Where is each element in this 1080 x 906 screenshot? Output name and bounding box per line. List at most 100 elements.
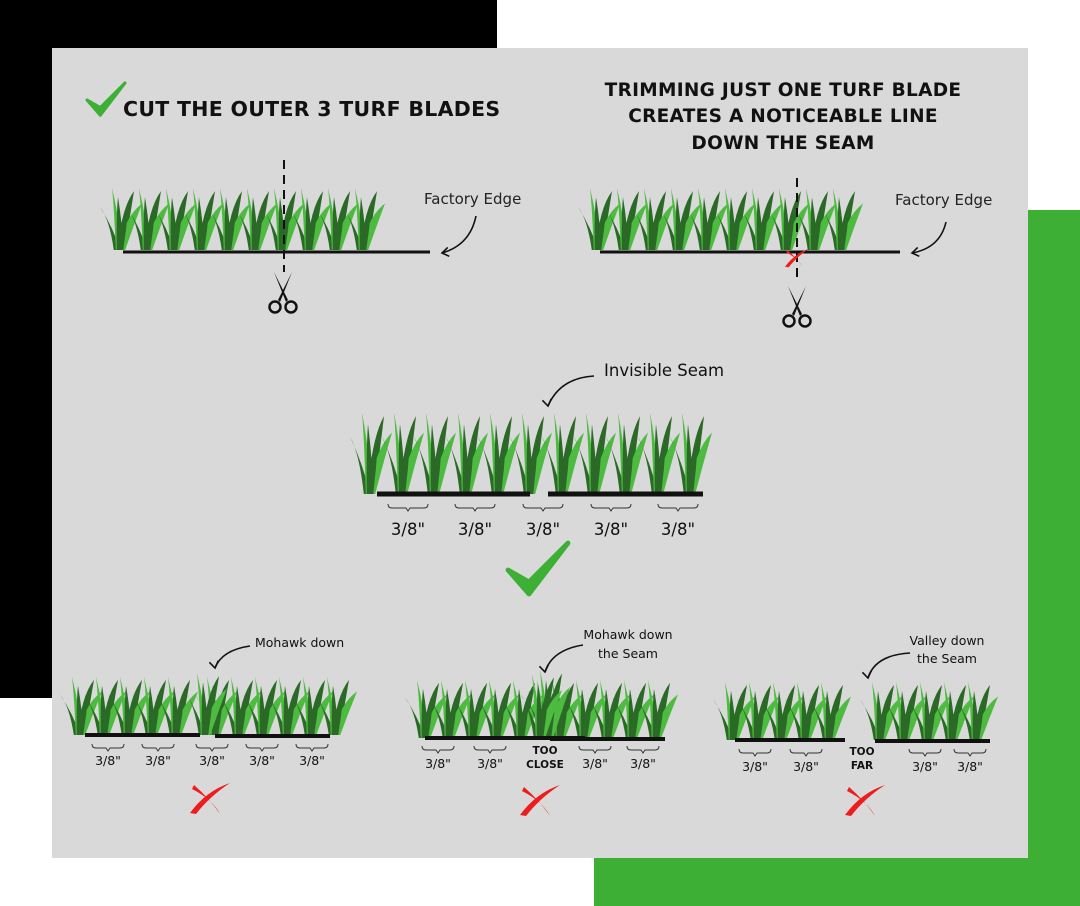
grass-blade	[638, 436, 659, 494]
measurement-label: 3/8"	[249, 753, 275, 768]
grass-blade	[517, 700, 529, 738]
grass-blade	[777, 702, 789, 740]
grass-blade	[235, 697, 247, 735]
grass-blade	[76, 697, 88, 735]
grass-blade	[453, 697, 474, 738]
grass-blade	[421, 700, 433, 738]
measurement-brace	[908, 748, 942, 757]
grass-blade	[564, 697, 585, 738]
curved-arrow	[547, 375, 595, 407]
grass-blade	[127, 206, 148, 250]
scissors-icon	[782, 286, 812, 328]
grass-blade	[713, 206, 734, 250]
factory-edge-label-left: Factory Edge	[424, 190, 522, 208]
measurement-label: 3/8"	[477, 756, 503, 771]
red-x-icon	[845, 785, 885, 816]
measurement-label: 3/8"	[630, 756, 656, 771]
grass-blade	[794, 206, 815, 250]
measurement-brace	[387, 503, 429, 512]
mohawk-seam-caption-2: the Seam	[598, 646, 658, 661]
grass-blade	[251, 209, 263, 250]
grass-blade	[197, 209, 209, 250]
measurement-label: 3/8"	[957, 759, 983, 774]
grass-blade	[588, 697, 609, 738]
grass-blade	[208, 206, 229, 250]
measurement-brace	[91, 743, 125, 752]
grass-blade	[767, 206, 788, 250]
grass-blade	[740, 206, 761, 250]
grass-blade	[686, 206, 707, 250]
grass-blade	[366, 440, 378, 494]
factory-edge-label-right: Factory Edge	[895, 191, 993, 209]
grass-blade	[536, 696, 548, 738]
grass-blade	[636, 697, 657, 738]
grass-blade	[606, 436, 627, 494]
measurement-label: 3/8"	[525, 520, 561, 539]
measurement-label: 3/8"	[95, 753, 121, 768]
grass-blade	[267, 694, 288, 735]
grass-blade	[291, 694, 312, 735]
curved-arrow	[867, 652, 911, 679]
grass-blade	[185, 691, 206, 735]
arrow-head	[538, 664, 550, 674]
measurement-label: 3/8"	[457, 520, 493, 539]
grass-blade	[289, 206, 310, 250]
scissors-icon	[268, 272, 298, 314]
grass-blade	[670, 436, 691, 494]
grass-blade	[124, 697, 136, 735]
right-title-line-1: TRIMMING JUST ONE TURF BLADE	[604, 80, 962, 101]
grass-blade	[809, 699, 830, 740]
grass-blade	[477, 697, 498, 738]
grass-blade	[262, 206, 283, 250]
grass-blade	[756, 209, 768, 250]
mohawk-seam-caption-1: Mohawk down	[583, 627, 673, 642]
grass-blade	[154, 206, 175, 250]
grass-blade	[429, 697, 450, 738]
grass-blade	[621, 209, 633, 250]
grass-blade	[542, 436, 563, 494]
grass-blade	[350, 436, 371, 494]
grass-blade	[590, 440, 602, 494]
grass-blade	[956, 699, 977, 740]
grass-blade	[414, 436, 435, 494]
grass-blade	[526, 440, 538, 494]
curved-arrow	[214, 645, 251, 669]
red-x-stroke	[192, 785, 220, 814]
too-close-label-1: TOO	[532, 745, 558, 757]
measurement-label: 3/8"	[660, 520, 696, 539]
arrow-head	[861, 670, 873, 680]
grass-blade	[478, 436, 499, 494]
measurement-label: 3/8"	[593, 520, 629, 539]
checkmark-icon	[505, 540, 571, 597]
grass-blade	[405, 697, 426, 738]
grass-blade	[580, 700, 592, 738]
grass-blade	[331, 697, 343, 735]
grass-blade	[729, 209, 741, 250]
grass-blade	[172, 697, 184, 735]
grass-blade	[578, 206, 599, 250]
grass-blade	[283, 697, 295, 735]
red-x-stroke	[786, 250, 803, 268]
grass-blade	[143, 209, 155, 250]
grass-blade	[316, 206, 337, 250]
grass-blade	[622, 440, 634, 494]
grass-blade	[884, 699, 905, 740]
grass-blade	[305, 209, 317, 250]
curved-arrow	[544, 644, 584, 673]
too-close-label-2: CLOSE	[526, 759, 564, 771]
left-section-title: CUT THE OUTER 3 TURF BLADES	[123, 97, 501, 121]
grass-blade	[315, 694, 336, 735]
grass-blade	[604, 700, 616, 738]
grass-blade	[60, 694, 81, 735]
grass-blade	[753, 702, 765, 740]
arrow-head	[910, 246, 920, 258]
grass-blade	[628, 700, 640, 738]
grass-blade	[686, 440, 698, 494]
red-x-stroke	[522, 787, 550, 816]
grass-blade	[594, 209, 606, 250]
grass-blade	[702, 209, 714, 250]
grass-blade	[574, 436, 595, 494]
grass-blade	[558, 440, 570, 494]
valley-seam-caption-1: Valley down	[909, 633, 985, 648]
